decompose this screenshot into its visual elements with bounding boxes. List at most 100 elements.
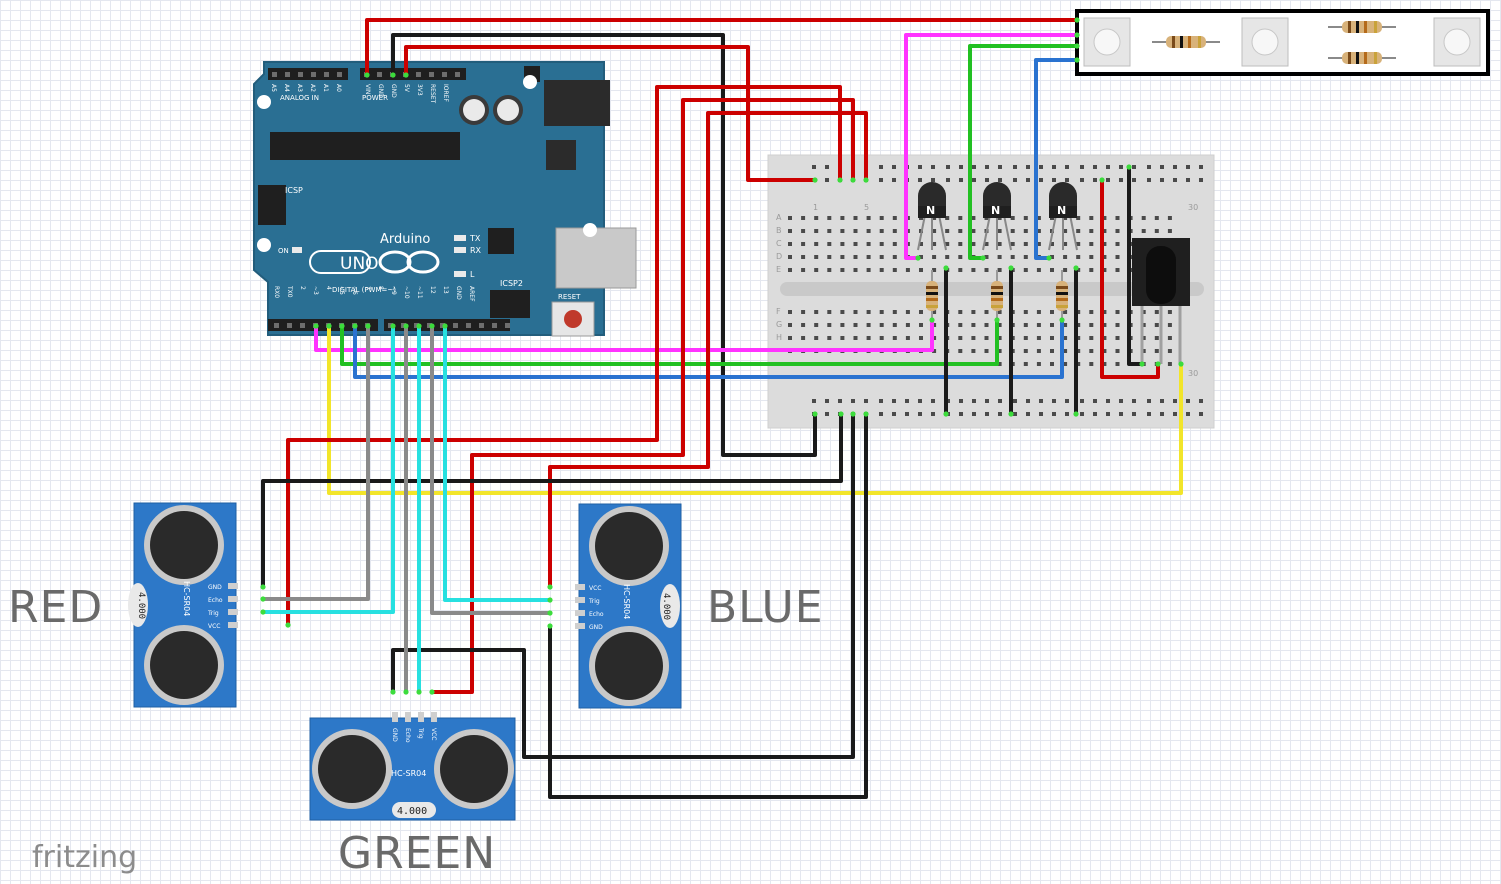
rail-hole: [1039, 399, 1043, 403]
rail-hole: [1080, 178, 1084, 182]
breadboard-hole: [827, 323, 832, 327]
wire-green-sensor-vcc: [432, 98, 855, 694]
breadboard-hole: [1102, 336, 1107, 340]
breadboard-hole: [1115, 362, 1120, 366]
rail-hole: [1026, 399, 1030, 403]
power-pin-label-0: VIN: [364, 84, 371, 94]
led-3: [1433, 17, 1481, 67]
wire-endpoint: [1059, 317, 1065, 323]
breadboard-hole: [1167, 362, 1172, 366]
breadboard-hole: [958, 336, 963, 340]
wire-red-sensor-gnd: [261, 414, 843, 587]
col-label-5: 5: [864, 203, 869, 212]
breadboard-hole: [932, 336, 937, 340]
led-strip: [1075, 9, 1490, 76]
wire-endpoint: [994, 317, 1000, 323]
rail-hole: [1039, 165, 1043, 169]
analog-header-label: ANALOG IN: [280, 94, 319, 102]
breadboard-hole: [1102, 242, 1107, 246]
breadboard-hole: [788, 242, 792, 246]
digital-pin-label-4: 4: [325, 286, 332, 290]
rail-hole: [1080, 165, 1084, 169]
breadboard-hole: [997, 336, 1002, 340]
rail-hole: [1093, 412, 1097, 416]
reset-button-cap: [564, 310, 582, 328]
analog-pin-label-1: A4: [283, 84, 290, 92]
wire-5v-to-breadboard-rail: [404, 45, 815, 182]
wire-endpoint: [1074, 17, 1080, 23]
row-label-e: E: [776, 265, 781, 274]
rail-hole: [838, 399, 842, 403]
rail-hole: [931, 399, 935, 403]
breadboard-hole: [1102, 323, 1107, 327]
breadboard-hole: [1089, 242, 1094, 246]
digital-pin-label-6: ~6: [351, 286, 358, 295]
breadboard-hole: [997, 255, 1002, 259]
breadboard-hole: [1102, 216, 1107, 220]
rail-hole: [985, 399, 989, 403]
breadboard-hole: [1050, 310, 1054, 314]
breadboard-hole: [1154, 216, 1159, 220]
digital-header-label: DIGITAL (PWM=~): [332, 286, 396, 294]
rail-hole: [825, 178, 829, 182]
breadboard-hole: [1036, 242, 1041, 246]
digital-pin-label-9: ~9: [390, 286, 397, 295]
ir-receiver: [1132, 238, 1190, 364]
digital-pin-label-3: ~3: [312, 286, 319, 295]
breadboard-hole: [853, 268, 858, 272]
rail-hole: [1160, 165, 1164, 169]
breadboard-hole: [1115, 268, 1120, 272]
analog-header: [268, 68, 348, 80]
rail-hole: [972, 399, 976, 403]
row-label-f: F: [776, 307, 781, 316]
icsp2-header: [490, 290, 530, 318]
breadboard-hole: [1076, 323, 1081, 327]
breadboard-hole: [932, 310, 937, 314]
breadboard-hole: [984, 323, 989, 327]
wire-endpoint: [547, 584, 553, 590]
breadboard-hole: [984, 268, 989, 272]
header-pin: [274, 323, 279, 328]
green-pin-vcc: VCC: [430, 728, 437, 740]
rail-hole: [1132, 165, 1136, 169]
breadboard-hole: [932, 323, 937, 327]
breadboard-hole: [892, 229, 897, 233]
breadboard-hole: [997, 349, 1002, 353]
breadboard-hole: [1102, 310, 1107, 314]
breadboard-hole: [945, 255, 950, 259]
breadboard-hole: [958, 242, 963, 246]
breadboard-hole: [1076, 362, 1081, 366]
breadboard-hole: [905, 268, 910, 272]
breadboard-hole: [840, 310, 845, 314]
rail-hole: [1065, 178, 1069, 182]
rail-hole: [1093, 165, 1097, 169]
rail-hole: [892, 399, 896, 403]
header-pin: [287, 323, 292, 328]
breadboard-hole: [1050, 362, 1054, 366]
rail-hole: [972, 412, 976, 416]
wire-green-led-green: [968, 44, 1077, 260]
breadboard-hole: [788, 310, 792, 314]
breadboard-hole: [919, 268, 923, 272]
breadboard-hole: [1102, 255, 1107, 259]
breadboard-hole: [827, 216, 832, 220]
transistor-1-mark: N: [926, 204, 935, 217]
wire-endpoint: [929, 317, 935, 323]
wire-endpoint: [326, 323, 332, 329]
breadboard-hole: [879, 336, 884, 340]
header-pin: [479, 323, 484, 328]
rail-hole: [1119, 178, 1123, 182]
breadboard-hole: [919, 336, 923, 340]
breadboard-hole: [997, 229, 1002, 233]
digital-header-low: [268, 319, 378, 331]
breadboard-hole: [827, 310, 832, 314]
wire-ir-signal: [327, 326, 1183, 495]
breadboard-hole: [1010, 229, 1015, 233]
breadboard-hole: [971, 216, 976, 220]
rail-hole: [1173, 412, 1177, 416]
wire-endpoint: [980, 255, 986, 261]
header-pin: [300, 323, 305, 328]
col-label-30: 30: [1188, 203, 1198, 212]
green-sensor-label: GREEN: [338, 828, 497, 879]
wire-endpoint: [1046, 255, 1052, 261]
